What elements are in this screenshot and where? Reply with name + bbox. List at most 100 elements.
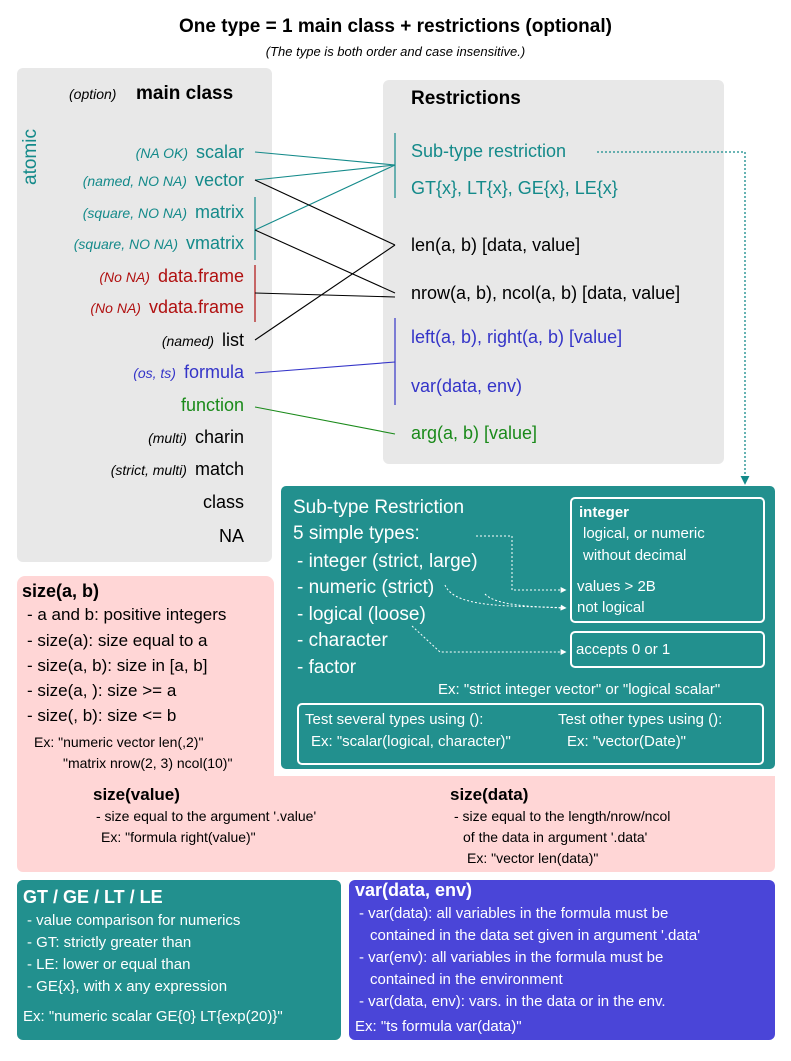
class-name: matrix	[195, 202, 244, 222]
class-option: (square, NO NA)	[82, 205, 187, 221]
class-name: vmatrix	[186, 233, 244, 253]
class-row-class: class	[203, 492, 244, 513]
integer-info-title: integer	[579, 504, 630, 521]
formula-to-left-right	[254, 361, 396, 374]
var-line: - var(data): all variables in the formul…	[359, 905, 669, 922]
class-name: class	[202, 492, 244, 512]
subtype-integer: - integer (strict, large)	[297, 551, 478, 572]
size-title: size(a, b)	[22, 581, 100, 601]
subtype-title: Sub-type Restriction	[293, 497, 465, 518]
logical-info-box	[570, 631, 765, 668]
size-value-example: Ex: "formula right(value)"	[101, 829, 256, 845]
integer-info-box	[570, 497, 765, 623]
test-several-example: Ex: "scalar(logical, character)"	[311, 733, 511, 750]
size-data-title: size(data)	[450, 785, 529, 804]
size-line: - a and b: positive integers	[27, 605, 227, 624]
class-option: (strict, multi)	[110, 462, 187, 478]
class-row-scalar: (NA OK) scalar	[136, 142, 244, 163]
integer-info-desc: logical, or numeric	[583, 525, 705, 542]
logical-info-text: accepts 0 or 1	[576, 641, 671, 658]
class-row-vector: (named, NO NA) vector	[83, 170, 244, 191]
option-header: (option)	[69, 86, 117, 102]
restriction-arg: arg(a, b) [value]	[411, 423, 538, 443]
dataframe-to-nrow	[254, 292, 396, 298]
restrictions-panel	[383, 80, 724, 464]
restriction-subtype: Sub-type restriction	[411, 141, 567, 161]
class-name: match	[194, 459, 244, 479]
class-option: (os, ts)	[133, 365, 176, 381]
restriction-var: var(data, env)	[411, 376, 523, 396]
class-row-matrix: (square, NO NA) matrix	[83, 202, 244, 223]
var-title: var(data, env)	[355, 880, 473, 900]
class-option: (multi)	[148, 430, 187, 446]
subtype-logical: - logical (loose)	[297, 604, 426, 625]
size-box	[17, 576, 274, 778]
matrix-to-nrow	[254, 229, 396, 294]
test-several-title: Test several types using ():	[305, 711, 484, 728]
size-value-desc: - size equal to the argument '.value'	[96, 808, 317, 824]
integer-large-note: values > 2B	[577, 578, 656, 595]
size-data-desc: of the data in argument '.data'	[463, 829, 648, 845]
class-name: charin	[194, 427, 244, 447]
var-line: - var(env): all variables in the formula…	[359, 949, 664, 966]
function-to-arg	[254, 406, 396, 435]
var-line: contained in the environment	[370, 971, 563, 988]
restriction-left-right: left(a, b), right(a, b) [value]	[411, 327, 623, 347]
restriction-comparison: GT{x}, LT{x}, GE{x}, LE{x}	[411, 178, 618, 198]
var-line: - var(data, env): vars. in the data or i…	[359, 993, 666, 1010]
class-option: (named, NO NA)	[82, 173, 187, 189]
test-other-example: Ex: "vector(Date)"	[567, 733, 687, 750]
comparison-line: - value comparison for numerics	[27, 912, 241, 929]
class-row-charin: (multi) charin	[148, 427, 244, 448]
class-option: (square, NO NA)	[73, 236, 178, 252]
class-row-data-frame: (No NA) data.frame	[99, 266, 244, 287]
restrictions-header: Restrictions	[411, 88, 521, 109]
scalar-to-subtype	[254, 151, 396, 166]
class-name: formula	[183, 362, 244, 382]
comparison-line: - GT: strictly greater than	[27, 934, 192, 951]
size-box-extension	[17, 776, 775, 872]
size-value-title: size(value)	[93, 785, 180, 804]
class-option: (NA OK)	[135, 145, 188, 161]
size-line: - size(a, b): size in [a, b]	[27, 656, 208, 675]
class-row-na: NA	[219, 526, 244, 547]
subtype-example: Ex: "strict integer vector" or "logical …	[438, 681, 721, 698]
class-row-vmatrix: (square, NO NA) vmatrix	[74, 233, 244, 254]
class-name: vector	[194, 170, 244, 190]
var-box	[349, 880, 775, 1040]
comparison-box	[17, 880, 341, 1040]
matrix-to-subtype	[254, 164, 396, 231]
class-row-match: (strict, multi) match	[111, 459, 244, 480]
var-example: Ex: "ts formula var(data)"	[355, 1018, 522, 1035]
test-types-box	[297, 703, 764, 765]
vector-to-subtype	[254, 164, 396, 181]
class-row-list: (named)list	[162, 330, 244, 351]
diagram-subtitle: (The type is both order and case insensi…	[265, 44, 526, 59]
integer-strict-note: not logical	[577, 599, 645, 616]
subtype-numeric: - numeric (strict)	[297, 577, 435, 598]
size-line: - size(a): size equal to a	[27, 631, 208, 650]
class-name: NA	[218, 526, 244, 546]
var-line: contained in the data set given in argum…	[370, 927, 701, 944]
main-class-header: main class	[136, 83, 234, 104]
size-example: Ex: "numeric vector len(,2)"	[34, 734, 204, 750]
comparison-line: - LE: lower or equal than	[27, 956, 191, 973]
class-option: (named)	[161, 333, 214, 349]
comparison-title: GT / GE / LT / LE	[23, 887, 163, 907]
main-class-panel	[17, 68, 272, 562]
restriction-nrow-ncol: nrow(a, b), ncol(a, b) [data, value]	[411, 283, 681, 303]
comparison-line: - GE{x}, with x any expression	[27, 978, 228, 995]
size-data-desc: - size equal to the length/nrow/ncol	[454, 808, 671, 824]
test-other-title: Test other types using ():	[558, 711, 723, 728]
integer-info-desc: without decimal	[583, 547, 687, 564]
class-row-formula: (os, ts) formula	[133, 362, 244, 383]
diagram-title: One type = 1 main class + restrictions (…	[179, 16, 612, 37]
vector-to-len	[254, 179, 396, 246]
class-name: scalar	[195, 142, 244, 162]
list-to-len	[254, 244, 396, 341]
class-name: data.frame	[157, 266, 244, 286]
class-option: (No NA)	[99, 269, 150, 285]
size-example: "matrix nrow(2, 3) ncol(10)"	[63, 755, 233, 771]
size-data-example: Ex: "vector len(data)"	[467, 850, 599, 866]
class-row-vdata-frame: (No NA)vdata.frame	[90, 297, 244, 318]
